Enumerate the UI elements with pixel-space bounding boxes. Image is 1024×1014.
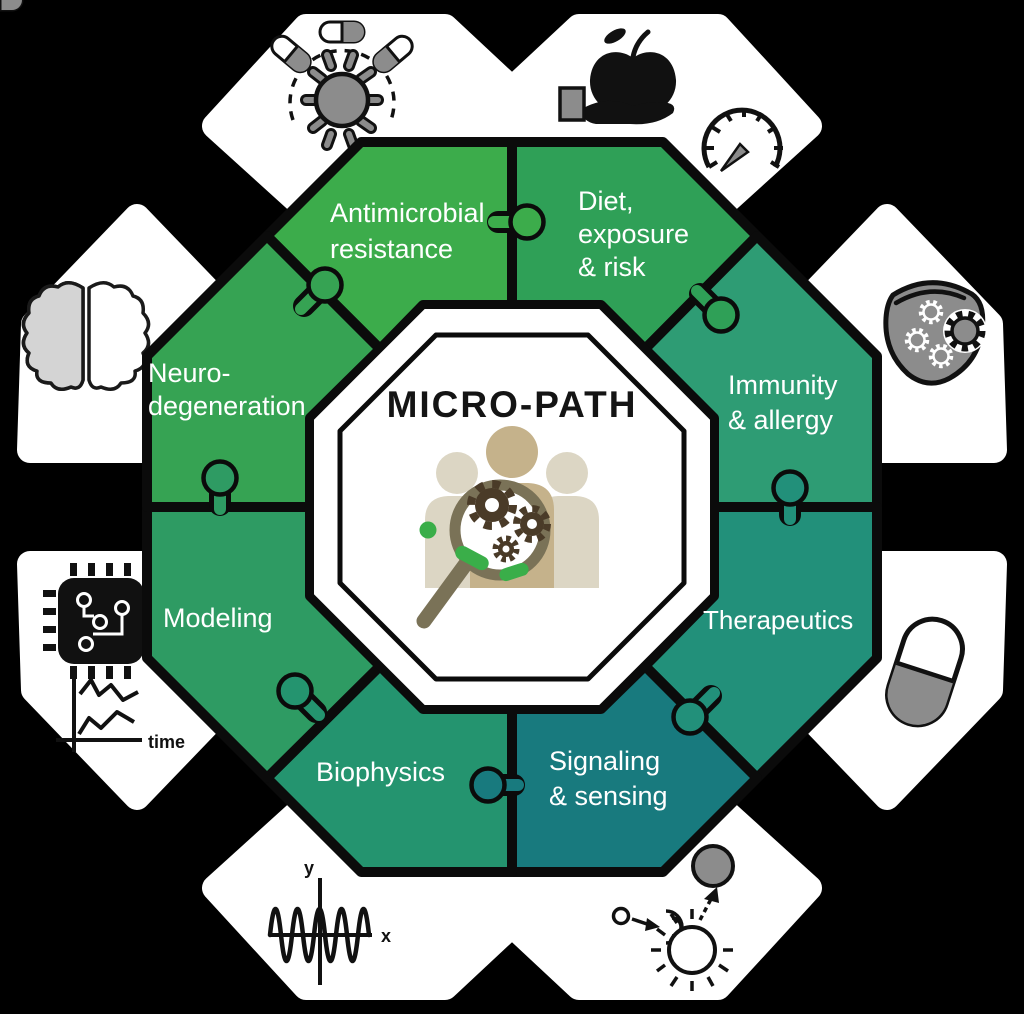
brain-icon <box>21 280 151 391</box>
knob-therapeutics-signaling <box>671 698 709 736</box>
signaling-icon <box>611 844 735 991</box>
arrowhead <box>645 918 660 931</box>
target-circle <box>691 844 735 888</box>
gauge-icon <box>701 107 783 173</box>
label-neuro-line2: degeneration <box>148 391 306 421</box>
diagram-title: MICRO-PATH <box>387 384 638 425</box>
gear-large-icon <box>467 480 517 530</box>
knob-diet-immunity <box>702 296 740 334</box>
apple-leaf <box>604 28 626 44</box>
gear-medium-icon <box>513 505 551 543</box>
center-octagon-inner-border <box>337 332 687 682</box>
therapeutic-capsule-icon <box>885 616 965 728</box>
knob-neuro-antimicrobial <box>306 266 344 304</box>
microbe-rod-1 <box>455 545 489 571</box>
time-series-icon: time <box>56 666 185 752</box>
magnifier-handle <box>416 557 473 629</box>
gear-small-icon <box>492 535 520 563</box>
pills-virus-icon <box>0 0 418 151</box>
label-antimicrobial-line2: resistance <box>330 234 453 264</box>
knob-modeling-neuro <box>201 459 239 497</box>
apple-hand-gauge-icon <box>558 28 783 173</box>
label-therapeutics: Therapeutics <box>703 605 853 635</box>
immune-cell-icon <box>883 280 987 386</box>
microbe-small-2 <box>904 327 930 353</box>
knob-signaling-biophysics <box>469 766 507 804</box>
label-modeling: Modeling <box>163 603 273 633</box>
piece-labels: Antimicrobial resistance Diet, exposure … <box>148 186 853 811</box>
label-signaling-line1: Signaling <box>549 746 660 776</box>
label-antimicrobial-line1: Antimicrobial <box>330 198 485 228</box>
cell-circle <box>667 925 717 975</box>
hand-icon <box>580 100 675 125</box>
label-neuro-line1: Neuro- <box>148 358 231 388</box>
magnifier-icon <box>416 479 551 629</box>
label-signaling-line2: & sensing <box>549 781 668 811</box>
puzzle-knobs <box>201 203 809 804</box>
knob-antimicrobial-diet <box>508 203 546 241</box>
ligand-circle <box>611 906 631 926</box>
y-axis-label: y <box>304 858 314 878</box>
microbe-dot <box>419 521 437 539</box>
microbe-rod-2 <box>499 562 529 582</box>
label-biophysics: Biophysics <box>316 757 445 787</box>
dashed-arrowhead <box>704 887 719 903</box>
label-diet-line2: exposure <box>578 219 689 249</box>
microbe-small-1 <box>918 299 944 325</box>
time-axis-label: time <box>148 732 185 752</box>
gauge-needle <box>719 142 750 173</box>
x-axis-label: x <box>381 926 391 946</box>
label-diet-line1: Diet, <box>578 186 634 216</box>
label-immunity-line1: Immunity <box>728 370 838 400</box>
microbe-large <box>943 309 987 353</box>
sine-wave-icon: y x <box>267 858 391 985</box>
knob-therapeutics-immunity <box>771 469 809 507</box>
microbe-small-3 <box>928 343 954 369</box>
capsule-icon <box>0 0 24 12</box>
cell-rays <box>651 909 733 991</box>
label-immunity-line2: & allergy <box>728 405 834 435</box>
knob-biophysics-modeling <box>276 672 314 710</box>
apple-icon <box>589 52 677 114</box>
hand-cuff <box>558 86 586 122</box>
label-diet-line3: & risk <box>578 252 646 282</box>
virus-icon <box>313 71 371 129</box>
